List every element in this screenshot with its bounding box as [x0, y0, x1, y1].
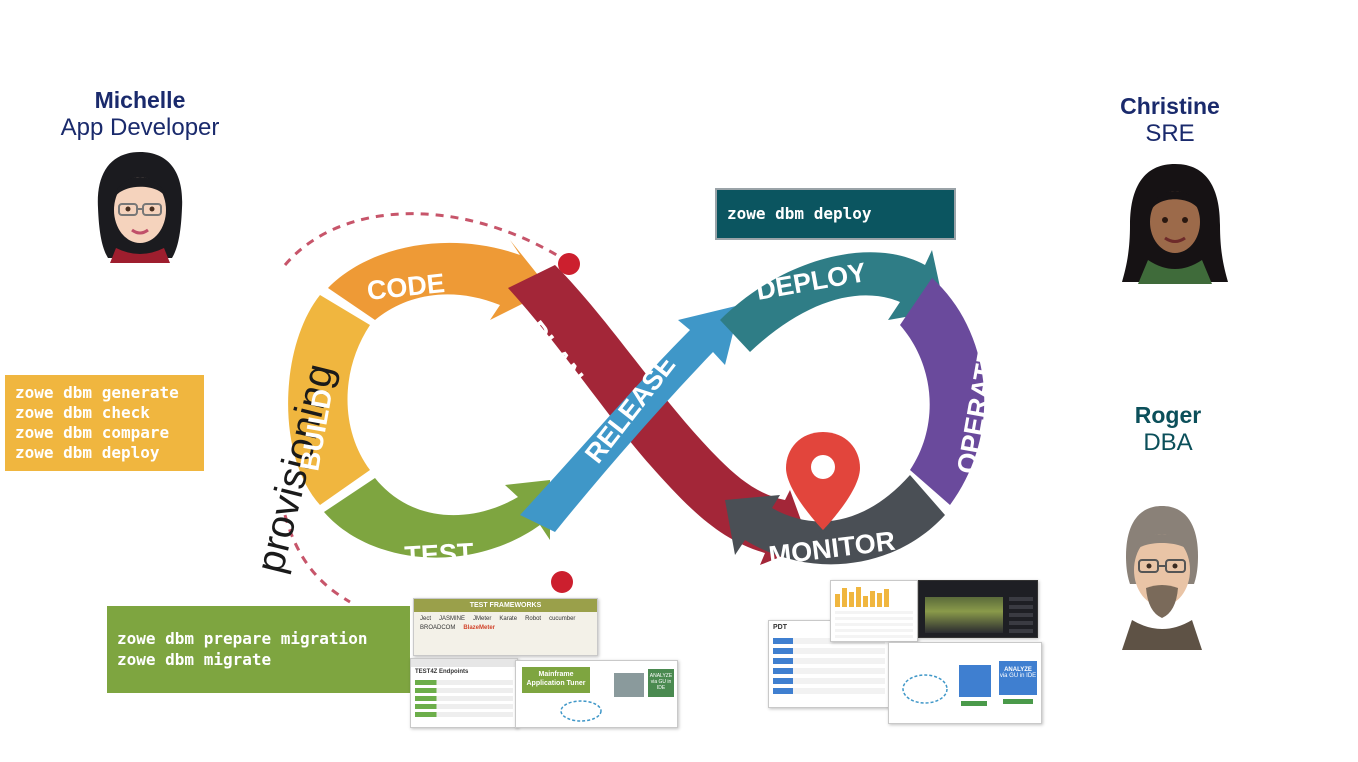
- thumbnail-test-frameworks: TEST FRAMEWORKS Ject JASMINE JMeter Kara…: [413, 598, 598, 656]
- dashed-arc-bottom: [283, 514, 351, 604]
- person-name: Michelle: [94, 87, 186, 113]
- segment-code: [328, 240, 550, 320]
- thumbnail-title: PDT: [773, 624, 787, 631]
- command-box-deploy: zowe dbm deploy: [715, 188, 956, 240]
- analyze-badge-sub: via GU in IDE: [650, 679, 672, 691]
- logo-blazemeter: BlazeMeter: [463, 625, 496, 631]
- segment-plan: [508, 265, 810, 565]
- avatar-michelle: [97, 152, 183, 263]
- command-line: zowe dbm compare: [15, 423, 170, 442]
- thumbnail-test4z: TEST4Z Endpoints: [410, 658, 518, 728]
- person-michelle: Michelle App Developer: [40, 87, 240, 142]
- thumbnail-bar-report: [830, 580, 918, 642]
- person-name: Roger: [1134, 402, 1202, 428]
- mail-icon: [959, 665, 991, 697]
- logo-ject: Ject: [420, 616, 432, 622]
- logo-jmeter: JMeter: [473, 616, 492, 622]
- thumbnail-app-tuner: Mainframe Application Tuner ANALYZE via …: [515, 660, 678, 728]
- label-test: TEST: [404, 537, 475, 571]
- mail-icon: [614, 673, 644, 697]
- segment-release: [520, 305, 740, 532]
- avatar-christine: [1122, 164, 1228, 284]
- logo-robot: Robot: [525, 616, 542, 622]
- logo-cucumber: cucumber: [549, 616, 576, 622]
- dashed-arc-top: [283, 212, 566, 266]
- analyze-badge-sub: via GU in IDE: [999, 673, 1037, 679]
- analyze-badge: ANALYZE: [1004, 667, 1032, 673]
- person-role: DBA: [1143, 429, 1193, 456]
- segment-monitor: [725, 475, 945, 565]
- thumbnail-title: TEST FRAMEWORKS: [414, 599, 597, 612]
- cycle-diagram-icon: [560, 700, 602, 722]
- cycle-diagram-icon: [902, 674, 948, 704]
- command-line: zowe dbm generate: [15, 383, 179, 402]
- thumbnail-analyze-panel: ANALYZE via GU in IDE: [888, 642, 1042, 724]
- person-roger: Roger DBA: [1068, 402, 1268, 457]
- segment-deploy: [720, 250, 945, 352]
- person-role: SRE: [1145, 120, 1195, 147]
- red-dot-top: [558, 253, 580, 275]
- devops-infinity-loop: provisioning CODE BUILD TEST PLAN RELEAS…: [248, 212, 1003, 604]
- thumbnail-dark-dashboard: [918, 580, 1038, 638]
- person-role: App Developer: [60, 114, 220, 141]
- red-dot-bottom: [551, 571, 573, 593]
- command-line: zowe dbm prepare migration: [117, 629, 368, 648]
- logo-karate: Karate: [499, 616, 518, 622]
- segment-test: [324, 478, 550, 558]
- segment-operate: [900, 278, 985, 505]
- thumbnail-title: Mainframe Application Tuner: [522, 667, 590, 693]
- command-box-migration: zowe dbm prepare migration zowe dbm migr…: [107, 606, 410, 693]
- logo-jasmine: JASMINE: [439, 616, 466, 622]
- location-pin-icon: [786, 432, 860, 530]
- person-name: Christine: [1120, 93, 1220, 119]
- logo-broadcom: BROADCOM: [420, 625, 456, 631]
- avatar-roger: [1122, 506, 1202, 650]
- command-line: zowe dbm check: [15, 403, 150, 422]
- command-box-build: zowe dbm generate zowe dbm check zowe db…: [5, 375, 204, 471]
- command-line: zowe dbm deploy: [15, 443, 160, 462]
- segment-build: [288, 295, 370, 505]
- analyze-badge: ANALYZE: [649, 673, 673, 679]
- person-christine: Christine SRE: [1070, 93, 1270, 148]
- command-line: zowe dbm deploy: [727, 204, 872, 223]
- thumbnail-title: TEST4Z Endpoints: [415, 669, 469, 675]
- command-line: zowe dbm migrate: [117, 650, 272, 669]
